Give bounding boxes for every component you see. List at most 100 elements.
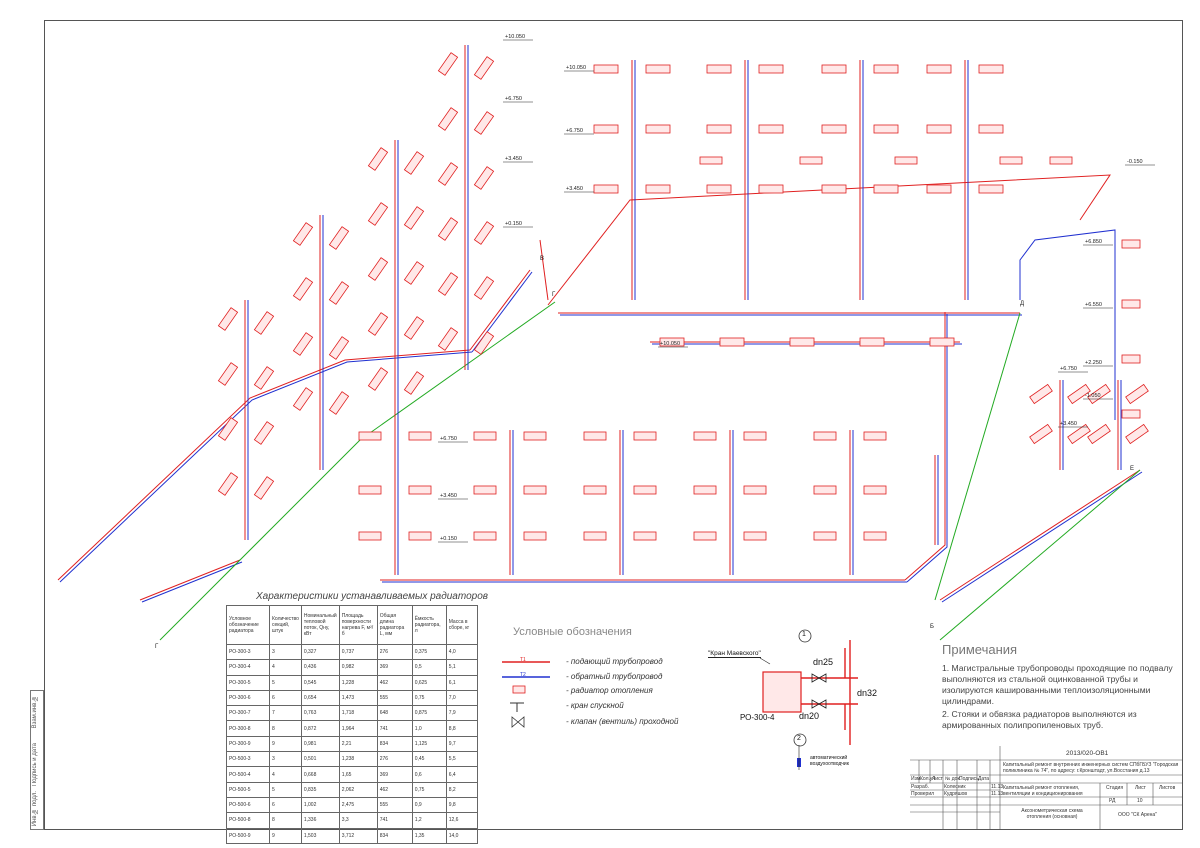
radiator xyxy=(583,431,607,441)
east-return xyxy=(1019,229,1116,420)
radiator xyxy=(253,366,275,390)
table-cell: 0,654 xyxy=(300,689,340,707)
elevation-mark: +6.850 xyxy=(1085,239,1102,245)
upper-supply xyxy=(547,174,1111,306)
radiator xyxy=(813,531,837,541)
axis-letter: Д xyxy=(1020,301,1024,307)
table-cell: 369 xyxy=(376,766,413,783)
radiator xyxy=(403,151,425,175)
col-doc: № док. xyxy=(945,776,962,782)
note-2: 2. Стояки и обвязка радиаторов выполняют… xyxy=(942,709,1137,730)
elevation-mark: +6.750 xyxy=(440,436,457,442)
legend-item-drain: - кран спускной xyxy=(566,701,624,710)
table-cell: 369 xyxy=(376,659,413,676)
radiator xyxy=(292,387,314,411)
table-cell: РО-300-5 xyxy=(226,674,270,691)
table-cell: 12,6 xyxy=(445,812,478,829)
table-cell: 8 xyxy=(269,720,302,737)
table-cell: 4 xyxy=(269,659,302,676)
radiator xyxy=(437,107,459,131)
table-cell: 834 xyxy=(376,827,413,844)
table-cell: 3 xyxy=(269,643,302,661)
table-cell: 7,0 xyxy=(445,689,478,707)
radiator xyxy=(583,485,607,495)
radiator xyxy=(758,184,784,194)
radiator xyxy=(1029,383,1053,405)
radiator xyxy=(999,156,1023,165)
table-cell: 8 xyxy=(269,812,302,829)
table-cell: 0,981 xyxy=(300,735,340,753)
radiator xyxy=(523,431,547,441)
radiator xyxy=(217,472,239,496)
radiator xyxy=(1121,354,1141,364)
table-cell: 741 xyxy=(376,812,413,829)
radiator xyxy=(863,431,887,441)
col-date: Дата xyxy=(978,776,990,782)
radiator xyxy=(367,257,389,281)
radiator xyxy=(633,431,657,441)
radiator xyxy=(328,281,350,305)
radiator xyxy=(863,485,887,495)
table-cell: РО-300-3 xyxy=(226,643,270,661)
table-cell: 462 xyxy=(376,674,413,691)
col-sign: Подпись xyxy=(959,776,979,782)
radiator xyxy=(926,184,952,194)
radiator xyxy=(523,531,547,541)
detail-number-2: 2 xyxy=(797,735,801,742)
table-cell: РО-500-3 xyxy=(226,751,270,768)
radiator xyxy=(719,337,745,347)
table-header-row: Условное обозначение радиатора Количеств… xyxy=(226,605,478,645)
radiator xyxy=(1125,383,1149,405)
sheet-title: Аксонометрическая схема отопления (основ… xyxy=(1021,808,1083,820)
table-cell: 8,2 xyxy=(445,781,478,798)
company: ООО "СК Арена" xyxy=(1118,812,1157,818)
table-cell: 4,0 xyxy=(445,643,478,661)
radiator xyxy=(743,431,767,441)
radiator xyxy=(743,485,767,495)
radiator xyxy=(978,64,1004,74)
radiator-table: Условное обозначение радиатора Количеств… xyxy=(226,605,478,844)
table-cell: РО-300-7 xyxy=(226,705,270,722)
radiator xyxy=(437,272,459,296)
radiator xyxy=(1121,299,1141,309)
radiator xyxy=(253,311,275,335)
radiator xyxy=(292,277,314,301)
table-cell: 3,3 xyxy=(338,812,378,829)
radiator xyxy=(358,531,382,541)
col-list: Лист xyxy=(932,776,943,782)
radiator xyxy=(693,531,717,541)
table-cell: 7 xyxy=(269,705,302,722)
table-cell: 0,375 xyxy=(411,643,447,661)
green-link xyxy=(159,439,361,641)
axis-letter: Б xyxy=(930,624,934,630)
radiator xyxy=(437,52,459,76)
radiator xyxy=(813,485,837,495)
radiator xyxy=(367,147,389,171)
table-cell: 2,062 xyxy=(338,781,378,798)
table-cell: 1,718 xyxy=(338,705,378,722)
radiator xyxy=(583,531,607,541)
table-cell: 1,0 xyxy=(411,720,447,737)
table-cell: 9,7 xyxy=(445,735,478,753)
radiator xyxy=(706,64,732,74)
legend-item-valve: - клапан (вентиль) проходной xyxy=(566,717,679,726)
table-cell: РО-500-9 xyxy=(226,827,270,844)
table-cell: 2,475 xyxy=(338,796,378,814)
table-cell: 276 xyxy=(376,751,413,768)
table-cell: 9 xyxy=(269,827,302,844)
table-cell: 0,668 xyxy=(300,766,340,783)
col-izm: Изм. xyxy=(911,776,922,782)
table-cell: 1,002 xyxy=(300,796,340,814)
radiator xyxy=(1029,423,1053,445)
table-cell: 6,4 xyxy=(445,766,478,783)
radiator xyxy=(473,111,495,135)
